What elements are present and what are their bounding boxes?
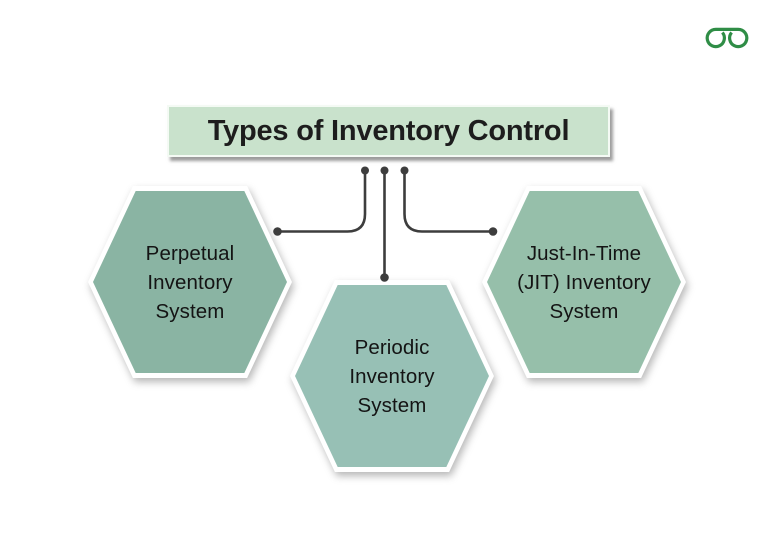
- label-line: Inventory: [349, 364, 435, 388]
- hexagon-label: Just-In-Time (JIT) Inventory System: [482, 186, 686, 378]
- diagram-title: Types of Inventory Control: [207, 114, 570, 147]
- hexagon-jit-inventory-system: Just-In-Time (JIT) Inventory System: [482, 186, 686, 378]
- hexagon-label: Periodic Inventory System: [290, 280, 494, 472]
- label-line: Perpetual: [145, 241, 235, 265]
- hexagon-label: Perpetual Inventory System: [88, 186, 292, 378]
- hexagon-periodic-inventory-system: Periodic Inventory System: [290, 280, 494, 472]
- label-line: (JIT) Inventory: [517, 270, 651, 294]
- diagram-title-banner: Types of Inventory Control: [167, 105, 610, 157]
- label-line: Inventory: [147, 270, 233, 294]
- connector-dot: [400, 166, 409, 175]
- hexagon-fill: [487, 191, 681, 373]
- hexagon-fill: [295, 285, 489, 467]
- connector-dot: [380, 166, 389, 175]
- label-line: Just-In-Time: [526, 241, 642, 265]
- label-line: System: [155, 299, 225, 323]
- label-line: System: [357, 393, 427, 417]
- connector-dot: [361, 166, 369, 175]
- hexagon-perpetual-inventory-system: Perpetual Inventory System: [88, 186, 292, 378]
- geeksforgeeks-logo-icon: [703, 20, 751, 50]
- label-line: System: [549, 299, 619, 323]
- hexagon-fill: [93, 191, 287, 373]
- connector-to-jit: [403, 171, 492, 233]
- label-line: Periodic: [354, 335, 430, 359]
